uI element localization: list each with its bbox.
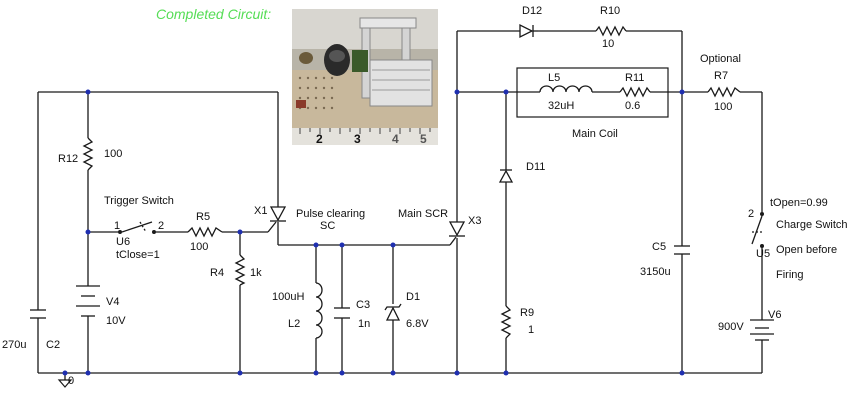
r7-value: 100 <box>714 101 732 113</box>
trigger-switch-label: Trigger Switch <box>104 195 174 207</box>
v4-battery <box>76 285 100 340</box>
l5-name: L5 <box>548 72 560 84</box>
r10-value: 10 <box>602 38 614 50</box>
c5-capacitor <box>674 245 690 255</box>
u6-name: U6 <box>116 236 130 248</box>
d12-name: D12 <box>522 5 542 17</box>
r12-value: 100 <box>104 148 122 160</box>
trigger-switch <box>118 221 156 234</box>
junction-dots <box>62 89 685 376</box>
r9-name: R9 <box>520 307 534 319</box>
l5-value: 32uH <box>548 100 574 112</box>
c2-name: C2 <box>46 339 60 351</box>
u6-pin1: 1 <box>114 220 120 232</box>
ruler-number-2: 2 <box>316 132 323 146</box>
x1-name: X1 <box>254 205 267 217</box>
x3-name: X3 <box>468 215 481 227</box>
l2-inductor <box>315 282 323 339</box>
main-coil-box <box>516 67 669 118</box>
x3-scr <box>448 221 466 246</box>
r5-value: 100 <box>190 241 208 253</box>
charge-switch-label: Charge Switch <box>776 219 848 231</box>
optional-label: Optional <box>700 53 741 65</box>
x1-scr <box>267 206 287 233</box>
v6-battery <box>750 319 774 341</box>
r9-resistor <box>500 305 512 339</box>
main-coil-label: Main Coil <box>572 128 618 140</box>
topen-label: tOpen=0.99 <box>770 197 828 209</box>
r11-value: 0.6 <box>625 100 640 112</box>
v6-value: 900V <box>718 321 744 333</box>
l2-name: L2 <box>288 318 300 330</box>
ruler-number-5: 5 <box>420 132 427 146</box>
c2-capacitor <box>30 309 46 319</box>
v4-name: V4 <box>106 296 119 308</box>
open-before-label: Open before <box>776 244 837 256</box>
u6-tclose: tClose=1 <box>116 249 160 261</box>
c3-name: C3 <box>356 299 370 311</box>
ruler-number-3: 3 <box>354 132 361 146</box>
c3-value: 1n <box>358 318 370 330</box>
l2-value: 100uH <box>272 291 304 303</box>
v4-value: 10V <box>106 315 126 327</box>
ground-symbol <box>57 379 73 388</box>
r7-resistor <box>707 86 741 98</box>
pulse-clearing-label: Pulse clearing <box>296 208 365 220</box>
d1-zener <box>384 303 402 321</box>
r10-name: R10 <box>600 5 620 17</box>
u6-pin2: 2 <box>158 220 164 232</box>
r7-name: R7 <box>714 70 728 82</box>
r11-name: R11 <box>625 72 644 84</box>
r12-resistor <box>82 137 94 171</box>
r9-value: 1 <box>528 324 534 336</box>
u5-pin: 2 <box>748 208 754 220</box>
u5-name: U5 <box>756 248 770 260</box>
main-scr-label: Main SCR <box>398 208 448 220</box>
sc-label: SC <box>320 220 335 232</box>
c5-name: C5 <box>652 241 666 253</box>
r4-value: 1k <box>250 267 262 279</box>
ground-label: 0 <box>68 375 74 387</box>
c2-value: 270u <box>2 339 26 351</box>
d11-diode <box>498 169 514 183</box>
c5-value: 3150u <box>640 266 671 278</box>
r10-resistor <box>595 25 627 37</box>
r11-resistor <box>619 86 651 98</box>
completed-circuit-caption: Completed Circuit: <box>156 6 271 22</box>
d12-diode <box>519 23 538 39</box>
wires <box>37 30 763 380</box>
ruler-number-4: 4 <box>392 132 399 146</box>
r5-name: R5 <box>196 211 210 223</box>
l5-inductor <box>539 85 593 93</box>
firing-label: Firing <box>776 269 804 281</box>
d1-value: 6.8V <box>406 318 429 330</box>
d11-name: D11 <box>526 161 545 173</box>
r4-name: R4 <box>210 267 224 279</box>
c3-capacitor <box>334 307 350 319</box>
component-labels: R12 100 Trigger Switch 1 2 U6 tClose=1 R… <box>2 5 848 387</box>
v6-name: V6 <box>768 309 781 321</box>
charge-switch <box>751 212 764 248</box>
r5-resistor <box>187 226 223 238</box>
circuit-photo: 2 3 4 5 <box>292 9 438 146</box>
d1-name: D1 <box>406 291 420 303</box>
r4-resistor <box>234 254 246 286</box>
r12-name: R12 <box>58 153 78 165</box>
